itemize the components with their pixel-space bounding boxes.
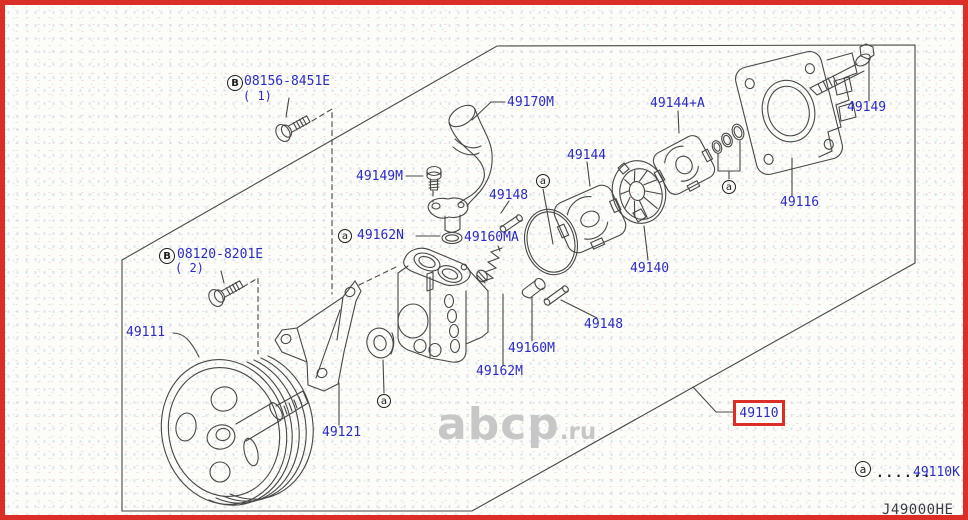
- seal-washer-drawing: [366, 327, 395, 359]
- part-label-49148-upper[interactable]: 49148: [489, 188, 529, 203]
- part-label-49162n[interactable]: 49162N: [357, 228, 404, 243]
- part-label-08156-8451e[interactable]: 08156-8451E: [244, 74, 331, 89]
- part-label-49121[interactable]: 49121: [322, 425, 362, 440]
- watermark-main: abcp: [437, 399, 560, 450]
- legend-dots: ......: [876, 466, 932, 481]
- part-label-49149m[interactable]: 49149M: [356, 169, 403, 184]
- part-label-49170m[interactable]: 49170M: [507, 95, 554, 110]
- highlighted-part-number: 49110: [739, 405, 779, 421]
- part-label-49144a[interactable]: 49144+A: [650, 96, 705, 111]
- callout-letter: a: [380, 395, 388, 407]
- part-label-49110k[interactable]: 49110K: [913, 465, 960, 480]
- bolt-prefix-letter: B: [163, 250, 171, 262]
- callout-a-icon: a: [377, 394, 391, 408]
- bolt-prefix-letter: B: [231, 77, 239, 89]
- part-label-49149[interactable]: 49149: [847, 100, 887, 115]
- callout-letter: a: [341, 230, 349, 242]
- cam-plate-drawing: [652, 135, 716, 195]
- callout-a-icon: a: [536, 174, 550, 188]
- bolt-prefix-circle-icon: B: [159, 248, 175, 264]
- large-oring-drawing: [523, 208, 579, 276]
- bolt-prefix-circle-icon: B: [227, 75, 243, 91]
- watermark-tld: .ru: [559, 419, 597, 445]
- watermark: abcp.ru: [437, 402, 596, 457]
- rotor-drawing: [611, 160, 667, 224]
- drawing-code: J49000HE: [882, 502, 954, 518]
- part-label-49160ma[interactable]: 49160MA: [464, 230, 519, 245]
- bolt-08156-drawing: [272, 110, 314, 145]
- part-label-49148-lower[interactable]: 49148: [584, 317, 624, 332]
- valve-parts-drawing: [476, 214, 569, 306]
- cover-bolt-drawing: [809, 43, 875, 96]
- part-qty-08156: ( 1): [243, 89, 272, 103]
- legend-callout-a-icon: a: [855, 461, 871, 477]
- part-label-49144[interactable]: 49144: [567, 148, 607, 163]
- diagram-frame: [121, 44, 916, 512]
- hose-drawing: [427, 104, 493, 245]
- legend-callout-letter: a: [859, 462, 867, 476]
- pulley-drawing: [160, 355, 314, 506]
- part-label-49111[interactable]: 49111: [126, 325, 166, 340]
- bolt-08120-drawing: [205, 275, 247, 310]
- part-label-49162m[interactable]: 49162M: [476, 364, 523, 379]
- callout-a-icon: a: [338, 229, 352, 243]
- cam-ring-drawing: [553, 184, 627, 254]
- small-orings-drawing: [711, 123, 745, 180]
- part-qty-08120: ( 2): [175, 261, 204, 275]
- part-label-08120-8201e[interactable]: 08120-8201E: [177, 247, 264, 262]
- highlighted-part-49110[interactable]: 49110: [733, 400, 785, 426]
- part-label-49140[interactable]: 49140: [630, 261, 670, 276]
- rear-cover-drawing: [734, 50, 858, 176]
- callout-a-icon: a: [722, 180, 736, 194]
- part-label-49116[interactable]: 49116: [780, 195, 820, 210]
- hose-bolt-drawing: [426, 165, 442, 191]
- bracket-drawing: [274, 280, 362, 392]
- pump-housing-drawing: [397, 247, 489, 363]
- callout-letter: a: [539, 175, 547, 187]
- callout-letter: a: [725, 181, 733, 193]
- leader-lines: [172, 58, 870, 426]
- part-label-49160m[interactable]: 49160M: [508, 341, 555, 356]
